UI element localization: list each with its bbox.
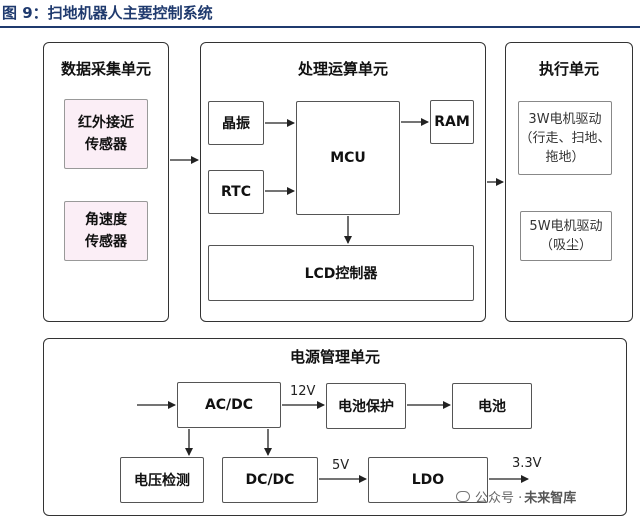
- sensor-unit-label: 数据采集单元: [60, 60, 151, 78]
- exec-unit-label: 执行单元: [538, 60, 599, 78]
- mcu-box: MCU: [296, 101, 400, 215]
- ram-box: RAM: [430, 100, 474, 144]
- angular-line-1: 角速度: [85, 212, 127, 228]
- crystal-box: 晶振: [208, 101, 264, 145]
- dcdc-box: DC/DC: [222, 457, 318, 503]
- title-rule: [0, 26, 640, 28]
- motor5w-line-1: 5W电机驱动: [529, 219, 603, 234]
- battery-box: 电池: [452, 383, 532, 429]
- ir-proximity-sensor-box: 红外接近 传感器: [64, 99, 148, 169]
- watermark-name: 未来智库: [524, 491, 577, 506]
- ir-line-2: 传感器: [85, 137, 127, 153]
- watermark-prefix: 公众号 ·: [475, 491, 523, 506]
- ir-line-1: 红外接近: [78, 115, 134, 131]
- motor3w-line-3: 拖地）: [545, 149, 585, 165]
- exec-unit-panel: [505, 42, 633, 322]
- motor3w-line-2: （行走、扫地、: [519, 130, 611, 146]
- battery-protect-box: 电池保护: [326, 383, 406, 429]
- motor-3w-box: 3W电机驱动 （行走、扫地、 拖地）: [518, 101, 612, 175]
- lcd-controller-box: LCD控制器: [208, 245, 474, 301]
- rtc-box: RTC: [208, 170, 264, 214]
- watermark: 公众号 · 未来智库: [456, 487, 576, 506]
- voltage-detect-box: 电压检测: [120, 457, 204, 503]
- label-5v: 5V: [332, 458, 350, 473]
- angular-line-2: 传感器: [85, 234, 127, 250]
- motor5w-line-2: （吸尘）: [539, 238, 592, 253]
- motor-5w-box: 5W电机驱动 （吸尘）: [520, 211, 612, 261]
- wechat-icon: [456, 491, 470, 502]
- processing-unit-label: 处理运算单元: [297, 60, 388, 78]
- angular-velocity-sensor-box: 角速度 传感器: [64, 201, 148, 261]
- sensor-unit-panel: [43, 42, 169, 322]
- power-unit-label: 电源管理单元: [289, 348, 380, 366]
- label-12v: 12V: [290, 384, 316, 399]
- figure-title: 图 9：扫地机器人主要控制系统: [2, 4, 213, 22]
- label-3-3v: 3.3V: [512, 456, 542, 471]
- motor3w-line-1: 3W电机驱动: [528, 111, 602, 127]
- acdc-box: AC/DC: [177, 382, 281, 428]
